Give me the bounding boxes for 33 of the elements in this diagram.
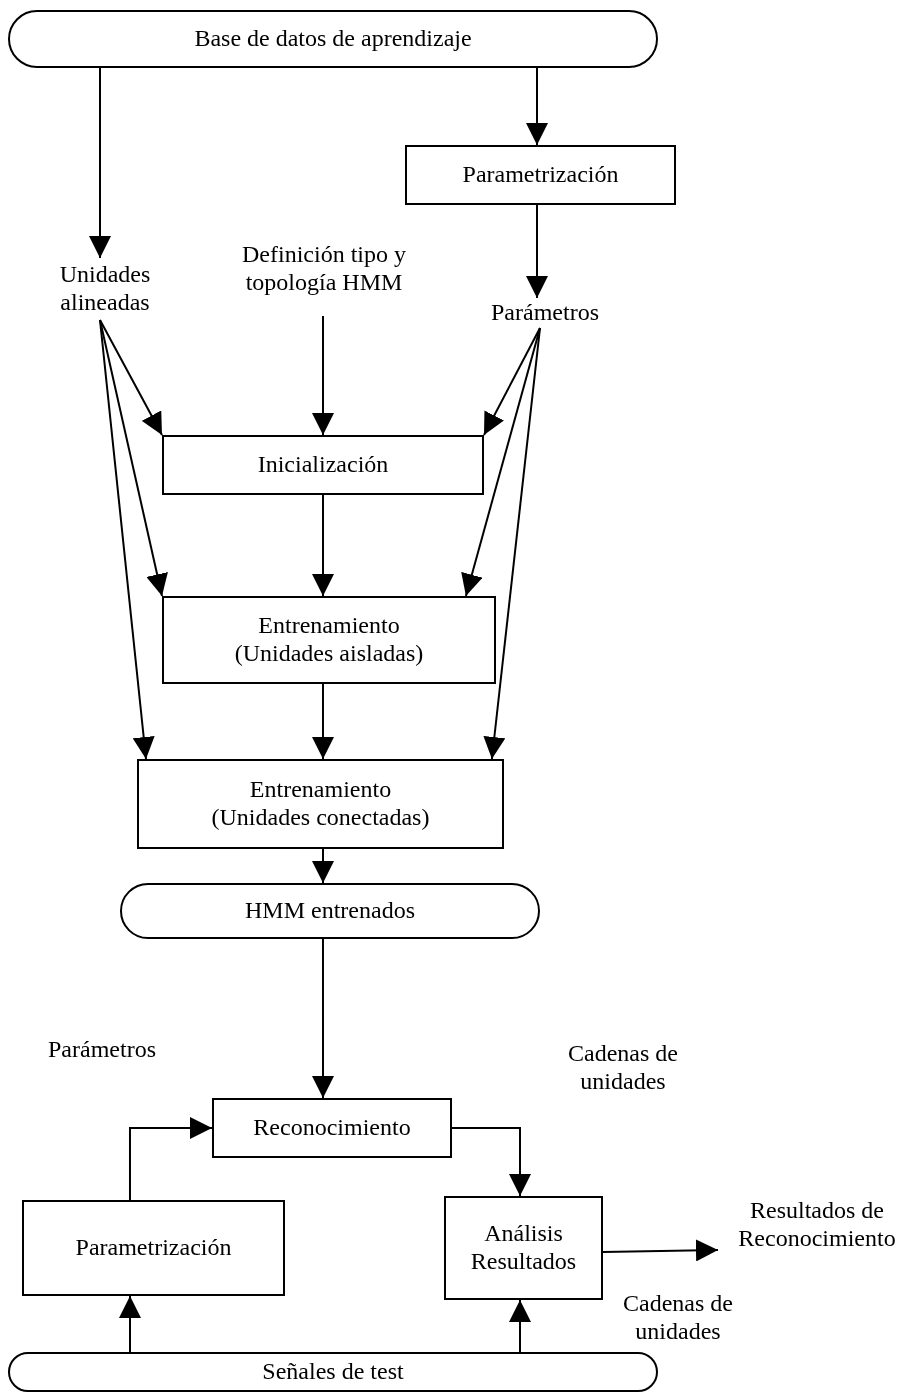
arrow (312, 683, 334, 760)
process-box: Reconocimiento (212, 1098, 452, 1158)
arrow (602, 1239, 719, 1262)
arrow (89, 67, 111, 259)
arrow (119, 1295, 141, 1353)
node-label: Parámetros (470, 298, 620, 328)
arrow (99, 319, 155, 760)
arrow (451, 1127, 531, 1197)
arrow (312, 494, 334, 597)
arrow (129, 1117, 213, 1201)
terminal-shape: HMM entrenados (120, 883, 540, 939)
arrow (526, 67, 548, 146)
arrow (99, 319, 168, 597)
arrow (312, 848, 334, 884)
process-box: Inicialización (162, 435, 484, 495)
terminal-shape: Base de datos de aprendizaje (8, 10, 658, 68)
arrow (526, 204, 548, 299)
process-box: Entrenamiento (Unidades aisladas) (162, 596, 496, 684)
arrow (483, 327, 541, 436)
process-box: Entrenamiento (Unidades conectadas) (137, 759, 504, 849)
node-label: Resultados de Reconocimiento (718, 1192, 916, 1258)
terminal-shape: Señales de test (8, 1352, 658, 1392)
node-label: Definición tipo y topología HMM (238, 222, 410, 316)
arrow (99, 319, 163, 436)
arrow (461, 327, 541, 597)
arrow (312, 315, 334, 436)
node-label: Unidades alineadas (40, 258, 170, 320)
process-box: Parametrización (22, 1200, 285, 1296)
arrow (509, 1299, 531, 1353)
process-box: Parametrización (405, 145, 676, 205)
process-box: Análisis Resultados (444, 1196, 603, 1300)
arrow (312, 938, 334, 1099)
arrow (483, 327, 541, 760)
